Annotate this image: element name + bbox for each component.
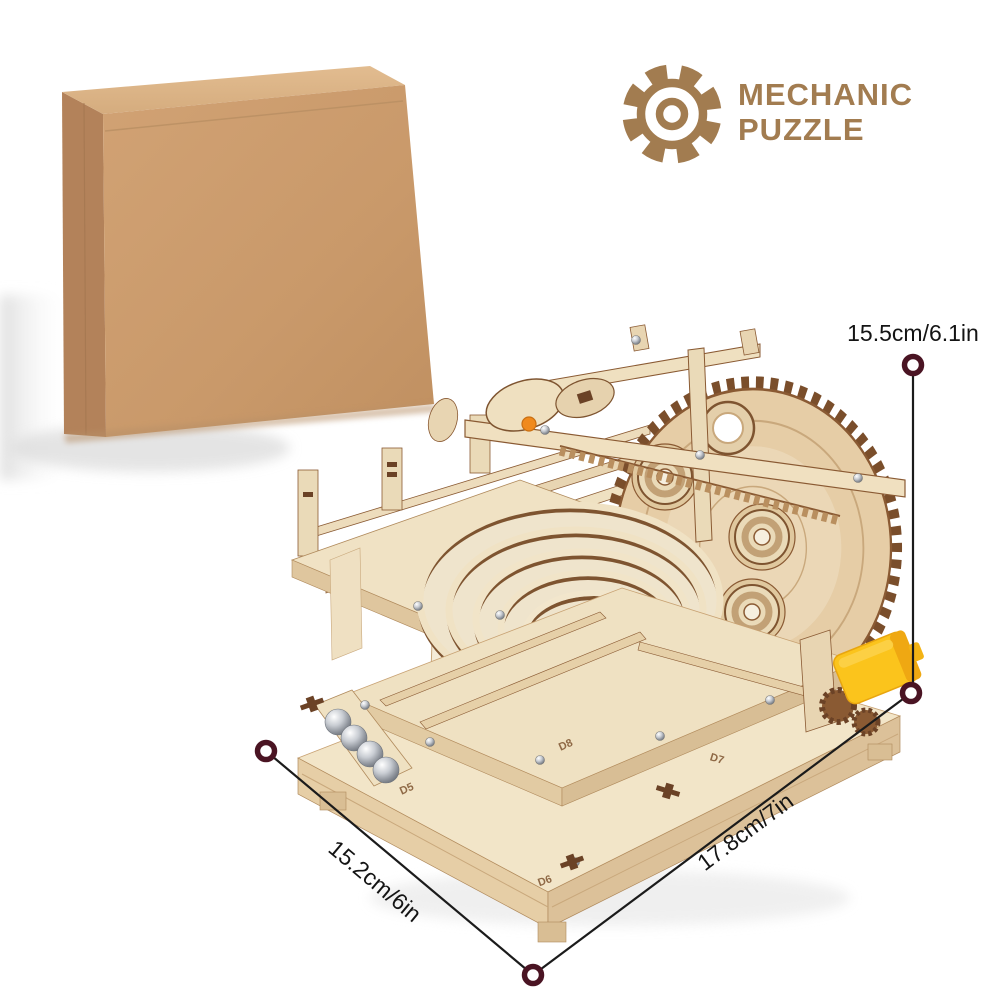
box-front-face <box>103 85 434 437</box>
width-line <box>265 750 534 976</box>
marker-dot <box>521 963 545 987</box>
gear-rack <box>558 446 842 526</box>
base <box>297 587 902 943</box>
marble-run-model: D5 D8 D7 D6 <box>290 324 924 943</box>
etched-label-d6: D6 <box>536 873 553 889</box>
gear-icon <box>622 64 722 164</box>
box-side-crease <box>83 102 87 436</box>
height-dimension-label: 15.5cm/6.1in <box>847 320 979 346</box>
top-frame <box>464 324 906 543</box>
motor-assembly <box>799 629 924 737</box>
kraft-box <box>62 66 436 443</box>
orange-bead <box>521 416 537 432</box>
brand-name-line2: PUZZLE <box>738 112 865 147</box>
release-cam <box>485 377 615 432</box>
marker-dot <box>254 739 278 763</box>
steel-marbles <box>324 708 400 784</box>
marker-dot <box>899 681 923 705</box>
cross-cutout <box>299 695 325 713</box>
etched-marks: D5 D8 D7 D6 <box>299 695 725 889</box>
etched-label-d7: D7 <box>708 751 725 767</box>
cross-cutout <box>559 853 585 871</box>
box-top-face <box>62 66 405 114</box>
main-beam <box>464 419 906 498</box>
marble-tray <box>314 689 413 787</box>
pinion-gear-small <box>851 707 881 737</box>
cross-cutout <box>655 782 681 800</box>
brand-logo: MECHANIC PUZZLE <box>622 64 913 164</box>
box-side-face <box>62 92 106 437</box>
etched-label-d8: D8 <box>557 737 575 754</box>
box-lid-crease <box>104 100 404 132</box>
marker-dot <box>901 353 925 377</box>
base-lower-right-edge <box>547 715 901 929</box>
box-bottom-edge-shade <box>64 404 436 443</box>
pinion-gear <box>819 687 857 725</box>
etched-label-d5: D5 <box>398 781 416 798</box>
depth-line <box>532 692 912 976</box>
brand-name-line1: MECHANIC <box>738 77 913 112</box>
